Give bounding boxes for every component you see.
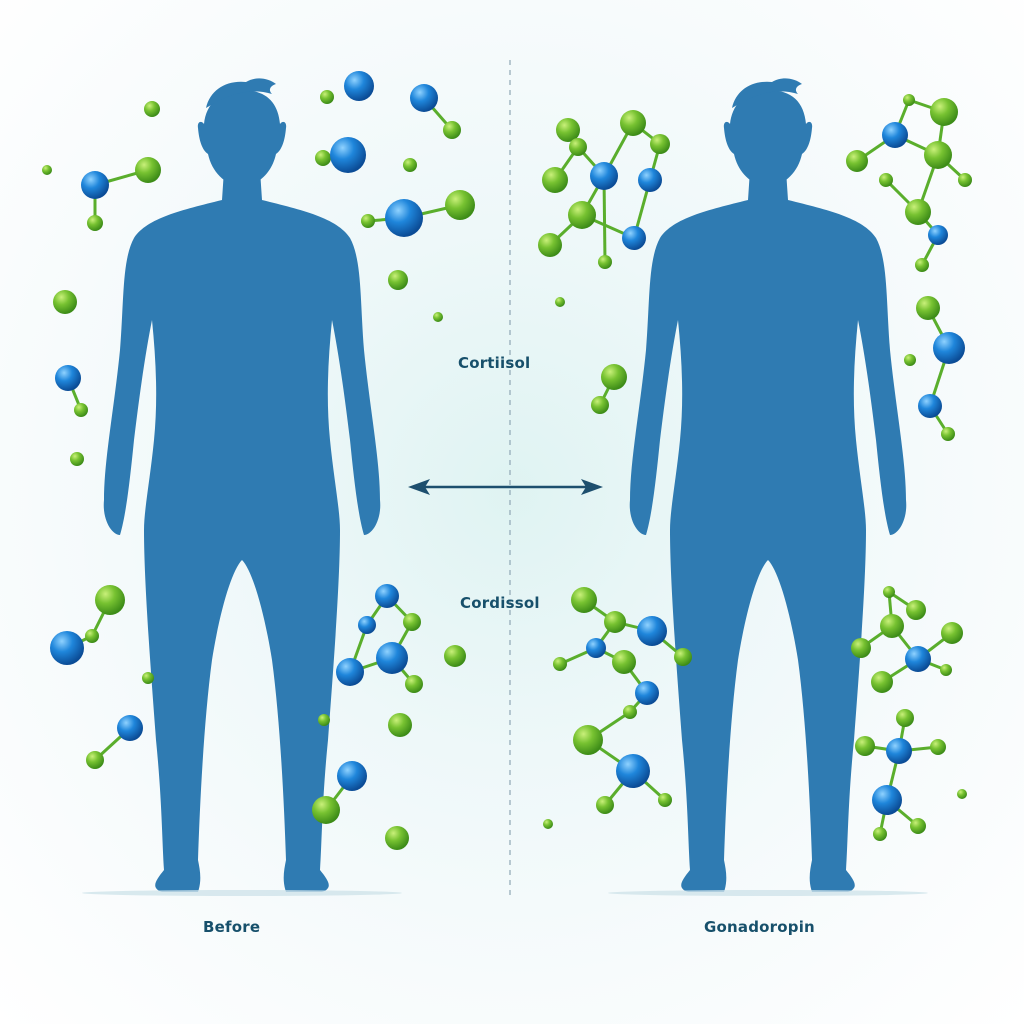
caption-before: Before	[203, 918, 261, 936]
label-bottom: Cordissol	[460, 594, 540, 612]
figure-before	[103, 78, 381, 893]
caption-after: Gonadoropin	[704, 918, 815, 936]
figure-after	[629, 78, 907, 893]
label-top: Cortiisol	[458, 354, 531, 372]
molecules-left	[42, 71, 475, 850]
molecules-right	[538, 94, 972, 841]
double-arrow-icon	[408, 479, 603, 495]
